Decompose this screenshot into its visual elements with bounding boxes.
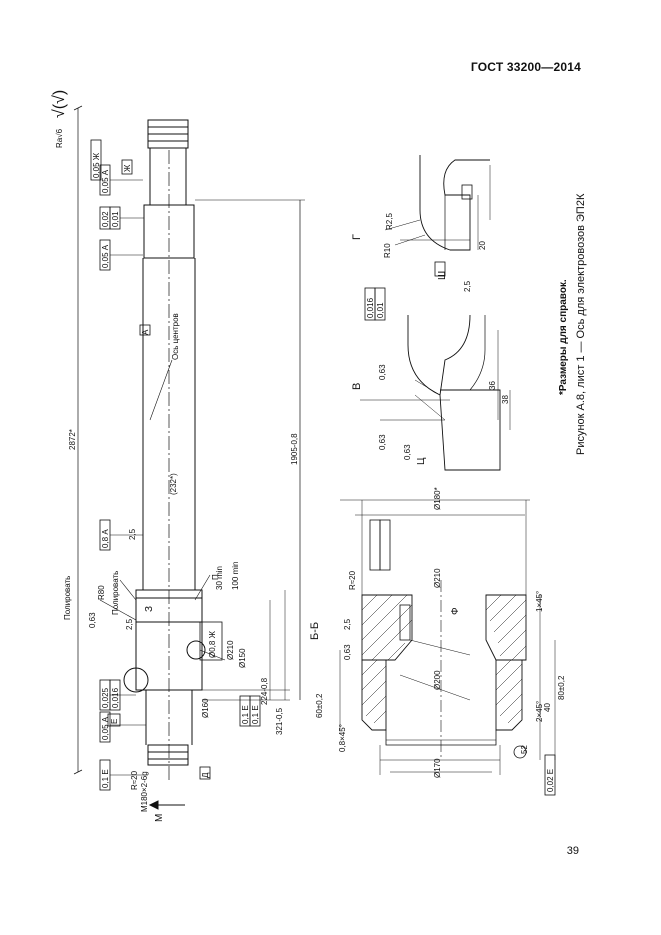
rough-5: 2,5: [128, 528, 137, 540]
sec-r20: R≈20: [348, 570, 357, 590]
view-v-tol-14: 0,01: [376, 302, 385, 318]
length-321: 321-0,5: [275, 707, 284, 735]
view-v-36: 36: [488, 381, 497, 390]
dim-210: Ø210: [226, 640, 235, 660]
dim-100min: 100 min: [231, 562, 240, 590]
letter-d: Д: [201, 772, 210, 778]
sec-tol-12: 0,02 Е: [546, 769, 555, 792]
dim-r20: R≈20: [130, 770, 139, 790]
view-g-sh: Ш: [437, 271, 448, 280]
rough-3: 2,5: [125, 618, 134, 630]
tol-11: 0,1 Е: [241, 705, 250, 724]
page-number: 39: [566, 845, 579, 857]
view-v-title: В: [351, 383, 363, 390]
letter-z: З: [144, 606, 155, 612]
sec-dim-60: 60±0,2: [315, 693, 324, 718]
tol-8: 0,016: [111, 687, 120, 708]
sec-rough-2: 0,63: [343, 644, 352, 660]
dim-160: Ø160: [201, 698, 210, 718]
view-g-20: 20: [478, 241, 487, 250]
view-g-r10: R10: [383, 243, 392, 258]
tol-1: 0,05 Ж: [92, 152, 101, 178]
letter-e: Е: [110, 719, 119, 724]
arrow-m-label: М: [154, 814, 165, 822]
tol-10: 0,1 Е: [101, 769, 110, 788]
view-g-title: Г: [351, 234, 363, 240]
letter-p: П: [211, 574, 220, 580]
dim-r80: R80: [97, 585, 106, 600]
view-g-rough-8: 2,5: [463, 280, 472, 292]
tol-7: 0,025: [101, 687, 110, 708]
overall-length: 2872*: [68, 429, 77, 450]
length-224: 224-0,8: [260, 677, 269, 705]
section-bb-title: Б-Б: [309, 622, 321, 640]
dim-232: (232*): [169, 473, 178, 495]
tol-4: 0,01: [111, 211, 120, 227]
sec-chamfer-1: 1×45°: [535, 591, 544, 612]
letter-zh: Ж: [123, 164, 132, 172]
sec-dim-d2: Ø210: [433, 568, 442, 588]
roughness-symbol: √(√): [51, 90, 68, 118]
dim-150: Ø150: [238, 648, 247, 668]
polish-label-2: Полировать: [111, 571, 120, 615]
view-v-ts: Ц: [416, 457, 427, 465]
tol-6: 0,8 А: [101, 529, 110, 548]
view-v-rough-4: 0,63: [378, 364, 387, 380]
tol-9: 0,05 А: [101, 716, 110, 740]
letter-a: А: [141, 329, 150, 335]
view-g: [384, 155, 491, 277]
sec-rough-7: 2,5: [343, 618, 352, 630]
length-1905: 1905-0,8: [290, 433, 299, 465]
view-v-rough-6: 0,63: [378, 434, 387, 450]
sec-dim-d3: Ø200: [433, 670, 442, 690]
tol-3: 0,02: [101, 211, 110, 227]
polish-label-1: Полировать: [63, 576, 72, 620]
sec-chamfer-2: 2×45°: [535, 701, 544, 722]
dim-thread: М180×2-6g: [140, 771, 149, 812]
sec-dim-52: 52: [520, 745, 529, 754]
sec-dim-80: 80±0,2: [557, 675, 566, 700]
view-g-r25: R2,5: [385, 213, 394, 230]
sec-dim-d1: Ø180*: [433, 487, 442, 510]
roughness-mark-top: Ra√6: [55, 128, 64, 148]
tol-16: Ø0,8 Ж: [208, 630, 217, 658]
document-header: ГОСТ 33200—2014: [470, 60, 581, 74]
tol-2: 0,05 А: [101, 169, 110, 193]
tol-5: 0,05 А: [101, 244, 110, 268]
figure-caption: Рисунок А.8, лист 1 — Ось для электровоз…: [575, 193, 587, 455]
view-v-38: 38: [501, 395, 510, 404]
letter-f: Ф: [450, 607, 461, 615]
sec-dim-d4: Ø170: [433, 758, 442, 778]
reference-note: *Размеры для справок.: [558, 279, 569, 395]
view-v-tol-13: 0,016: [366, 297, 375, 318]
section-bb: [339, 499, 556, 796]
dim-30min: 30 min: [215, 566, 224, 590]
tol-15: 0,1 Е: [251, 705, 260, 724]
sec-chamfer-3: 0,8×45°: [338, 724, 347, 752]
view-v-rough-9: 0,63: [403, 444, 412, 460]
view-v: [360, 287, 511, 471]
shaft: [123, 119, 206, 780]
axis-center: Ось центров: [171, 313, 180, 360]
sec-dim-40: 40: [543, 703, 552, 712]
rough-1: 0,63: [88, 612, 97, 628]
